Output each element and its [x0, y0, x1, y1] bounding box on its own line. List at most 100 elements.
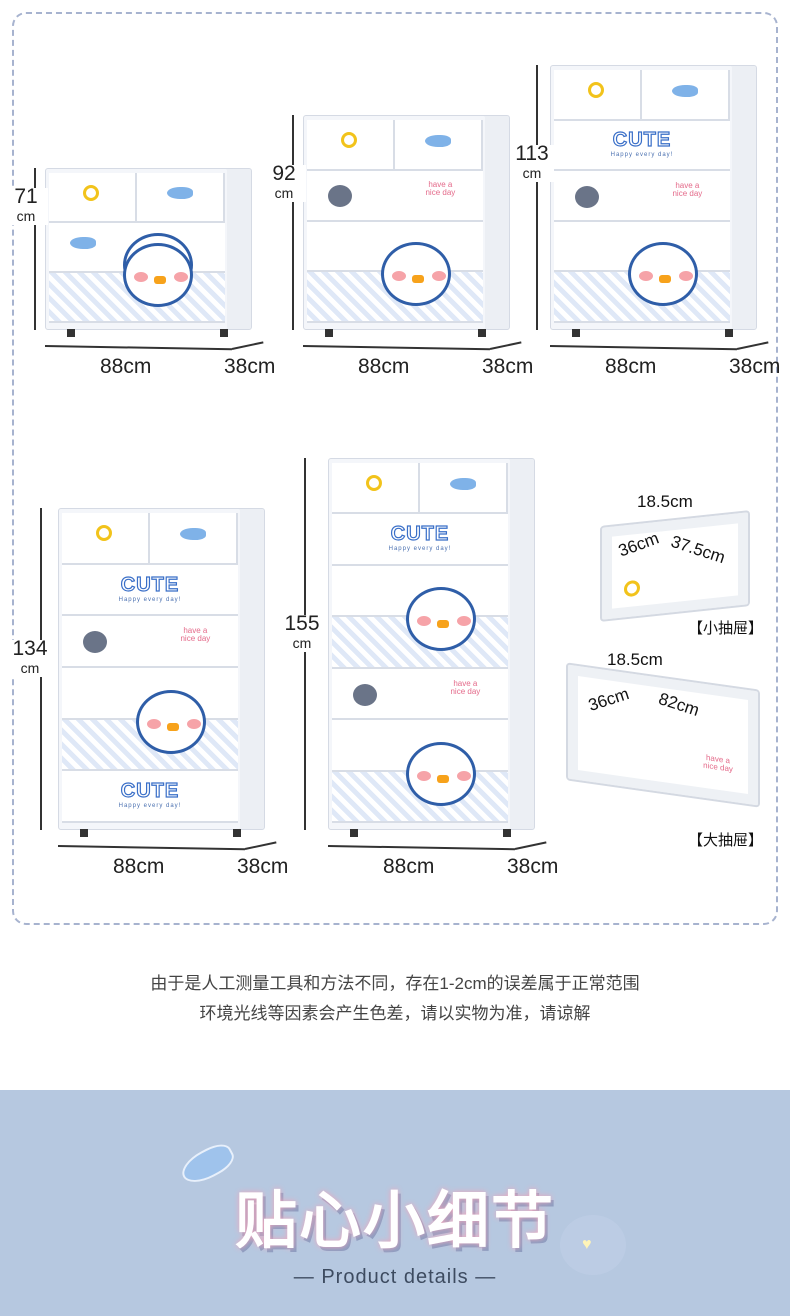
depth-dimension: 38cm: [482, 355, 534, 378]
penguin-icon: [135, 689, 206, 754]
drawer-row: [49, 173, 225, 223]
cute-subtext: Happy every day!: [118, 803, 182, 810]
cute-subtext: Happy every day!: [610, 152, 674, 159]
fish-icon: [450, 477, 477, 490]
cute-text: CUTE: [390, 523, 450, 546]
width-dimension: 88cm: [605, 355, 657, 378]
width-dimension: 88cm: [383, 855, 435, 878]
nice-day-decal: have a nice day: [672, 180, 703, 198]
cabinet-leg: [478, 329, 487, 337]
sun-icon: [341, 132, 358, 149]
nice-day-decal: have a nice day: [703, 753, 733, 774]
small-drawer-label: 【小抽屉】: [688, 620, 764, 637]
drawer-row: [332, 587, 508, 669]
cabinet-leg: [725, 329, 734, 337]
cabinet-leg: [324, 329, 333, 337]
cute-text: CUTE: [612, 129, 672, 152]
height-value: 71: [14, 185, 38, 208]
small-drawer: [554, 70, 642, 119]
width-dimension: 88cm: [358, 355, 410, 378]
cabinet: have a nice day: [303, 115, 510, 337]
cabinet-leg: [503, 829, 512, 837]
decorative-circle: [560, 1215, 626, 1275]
drawer-row: have a nice day: [307, 170, 483, 222]
measurement-note: 由于是人工测量工具和方法不同，存在1-2cm的误差属于正常范围: [150, 974, 640, 993]
heart-icon: ♥: [582, 1236, 592, 1253]
drawer-row: have a nice day: [62, 616, 238, 669]
small-drawer: [137, 173, 225, 221]
height-value: 155: [284, 612, 320, 635]
height-unit: cm: [522, 165, 542, 181]
sun-icon: [96, 525, 113, 542]
large-drawer-label: 【大抽屉】: [688, 832, 764, 849]
penguin-icon: [380, 242, 451, 307]
cute-subtext: Happy every day!: [118, 596, 182, 603]
small-drawer: [332, 463, 420, 513]
height-unit: cm: [20, 660, 40, 676]
cabinet-leg: [349, 829, 358, 837]
drawer-row: [307, 242, 483, 323]
color-note: 环境光线等因素会产生色差，请以实物为准，请谅解: [199, 1004, 591, 1023]
small-drawer: [150, 513, 238, 563]
height-value: 92: [272, 162, 296, 185]
section-banner: [0, 1090, 790, 1316]
cabinet-leg: [571, 329, 580, 337]
large-drawer-height: 18.5cm: [607, 650, 663, 669]
small-drawer: [395, 120, 483, 169]
drawer-row: [307, 120, 483, 171]
drawer-row: [62, 689, 238, 772]
small-drawer: [49, 173, 137, 221]
penguin-icon: [405, 587, 476, 652]
penguin-icon: [353, 683, 378, 706]
depth-dimension: 38cm: [237, 855, 289, 878]
small-drawer-height: 18.5cm: [637, 492, 693, 511]
section-title: 贴心小细节: [234, 1187, 555, 1256]
depth-dimension: 38cm: [224, 355, 276, 378]
height-line: [292, 115, 294, 330]
sun-icon: [624, 579, 640, 598]
cabinet-leg: [66, 329, 75, 337]
penguin-icon: [328, 185, 353, 208]
small-drawer: [420, 463, 508, 513]
penguin-icon: [405, 741, 476, 806]
cute-subtext: Happy every day!: [388, 546, 452, 553]
height-line: [34, 168, 36, 330]
drawer-row: [62, 513, 238, 565]
nice-day-decal: have a nice day: [450, 678, 481, 696]
width-dimension: 88cm: [100, 355, 152, 378]
height-value: 113: [515, 142, 549, 165]
penguin-icon: [627, 242, 698, 307]
drawer-row: have a nice day: [332, 668, 508, 721]
penguin-icon: [575, 185, 600, 208]
drawer-row: have a nice day: [554, 171, 730, 222]
fish-icon: [672, 84, 699, 97]
small-drawer: [62, 513, 150, 563]
sun-icon: [83, 185, 100, 201]
drawer-row: [554, 242, 730, 323]
fish-icon: [70, 237, 97, 250]
nice-day-decal: have a nice day: [180, 626, 211, 644]
height-unit: cm: [16, 208, 36, 224]
sun-icon: [366, 475, 383, 492]
cabinet-leg: [220, 329, 229, 337]
small-drawer: [307, 120, 395, 169]
cabinet: [45, 168, 252, 337]
drawer-row: [49, 243, 225, 323]
cute-text: CUTE: [120, 780, 180, 803]
height-value: 134: [12, 637, 48, 660]
small-drawer: [642, 70, 730, 119]
